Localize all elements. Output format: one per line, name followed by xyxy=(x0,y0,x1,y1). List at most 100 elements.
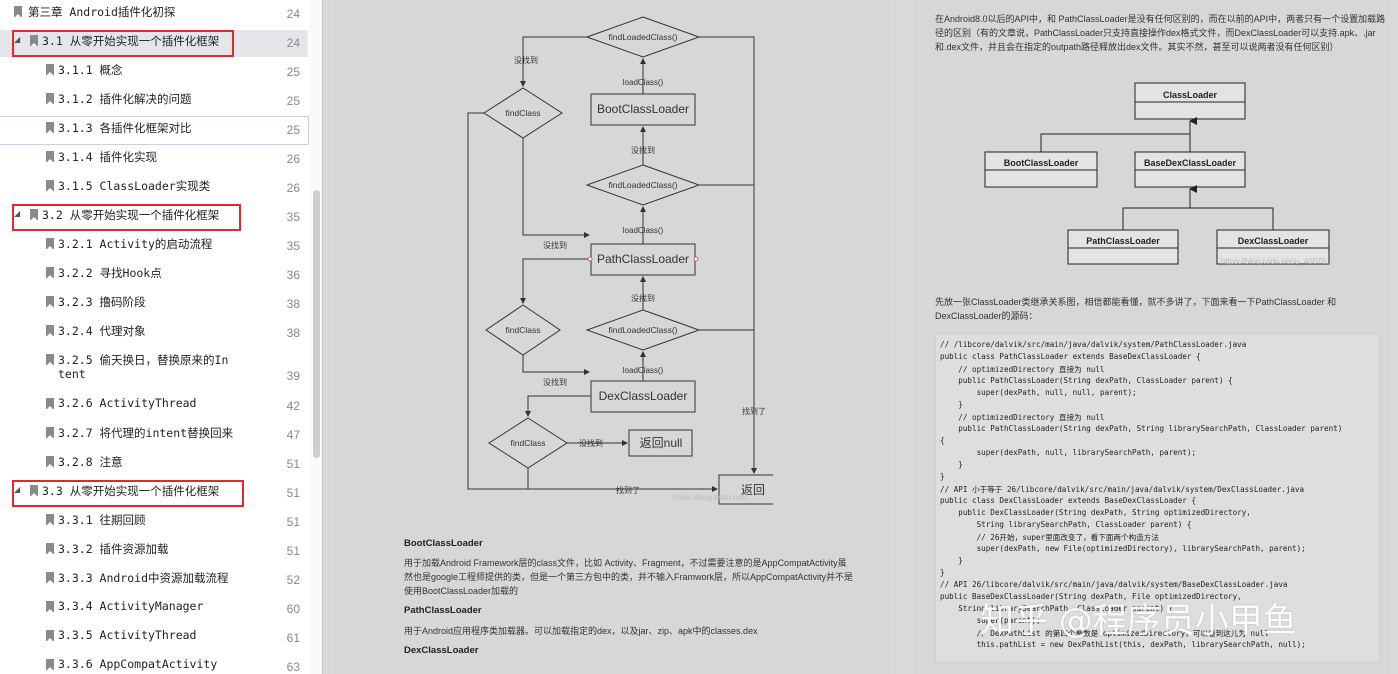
toc-item-label: 3.3.5 ActivityThread xyxy=(58,628,197,642)
toc-page-number: 42 xyxy=(286,399,300,413)
code-line: // /libcore/dalvik/src/main/java/dalvik/… xyxy=(940,340,1247,349)
flow-notfound-4: 没找到 xyxy=(543,240,567,250)
toc-item-label: 3.1.5 ClassLoader实现类 xyxy=(58,179,211,193)
heading-dexclassloader: DexClassLoader xyxy=(404,645,479,656)
toc-page-number: 25 xyxy=(286,123,300,137)
toc-page-number: 51 xyxy=(286,544,300,558)
expand-triangle-icon[interactable]: ◢ xyxy=(14,35,21,44)
toc-page-number: 35 xyxy=(286,239,300,253)
toc-scrollbar-thumb[interactable] xyxy=(313,190,320,458)
toc-page-number: 61 xyxy=(286,631,300,645)
flow-path-box: PathClassLoader xyxy=(597,252,689,266)
toc-page-number: 25 xyxy=(286,94,300,108)
expand-triangle-icon[interactable]: ◢ xyxy=(14,209,21,218)
flow-return-null: 返回null xyxy=(640,436,683,450)
bookmark-icon xyxy=(46,659,54,670)
code-line: { xyxy=(940,436,945,445)
bookmark-icon xyxy=(46,514,54,525)
code-line: public class PathClassLoader extends Bas… xyxy=(940,352,1201,361)
toc-item-label: 3.1.2 插件化解决的问题 xyxy=(58,92,192,106)
bookmark-icon xyxy=(46,64,54,75)
toc-page-number: 24 xyxy=(286,36,300,50)
flow-notfound-3: 没找到 xyxy=(514,55,538,65)
bookmark-icon xyxy=(46,601,54,612)
toc-item-label: 3.1.3 各插件化框架对比 xyxy=(58,121,192,135)
bookmark-icon xyxy=(46,325,54,336)
bookmark-icon xyxy=(46,238,54,249)
toc-item-13[interactable]: 3.2.6 ActivityThread 42 xyxy=(0,393,308,420)
code-line: String librarySearchPath, ClassLoader pa… xyxy=(940,520,1192,529)
toc-item-label: 3.1 从零开始实现一个插件化框架 xyxy=(42,34,220,48)
flow-found-2: 找到了 xyxy=(616,485,640,495)
code-line: super(dexPath, new File(optimizedDirecto… xyxy=(940,544,1306,553)
toc-page-number: 51 xyxy=(286,457,300,471)
toc-page-number: 51 xyxy=(286,486,300,500)
toc-item-label: 3.1.1 概念 xyxy=(58,63,123,77)
classloader-flowchart: findLoadedClass() findLoadedClass() find… xyxy=(467,16,773,505)
toc-item-label: 3.3 从零开始实现一个插件化框架 xyxy=(42,484,220,498)
para-path: 用于Android应用程序类加载器。可以加载指定的dex，以及jar、zip、a… xyxy=(404,626,758,636)
toc-item-21[interactable]: 3.3.5 ActivityThread 61 xyxy=(0,625,308,652)
zhihu-watermark: 知乎 @程序员小甲鱼 xyxy=(980,601,1297,641)
flow-found-1: 找到了 xyxy=(742,406,766,416)
uml-boot: BootClassLoader xyxy=(1004,158,1079,168)
toc-item-3[interactable]: 3.1.2 插件化解决的问题 25 xyxy=(0,88,308,115)
bookmark-icon xyxy=(46,93,54,104)
bookmark-icon xyxy=(46,398,54,409)
code-line: super(parent); xyxy=(940,616,1041,625)
code-line: super(dexPath, null, librarySearchPath, … xyxy=(940,448,1197,457)
code-line: public PathClassLoader(String dexPath, C… xyxy=(940,376,1233,385)
code-line: } xyxy=(940,556,963,565)
code-line: // optimizedDirectory 直接为 null xyxy=(940,413,1105,422)
uml-basedex: BaseDexClassLoader xyxy=(1144,158,1237,168)
toc-item-16[interactable]: ◢ 3.3 从零开始实现一个插件化框架 51 xyxy=(0,480,308,507)
toc-item-label: 3.2.2 寻找Hook点 xyxy=(58,266,162,280)
expand-triangle-icon[interactable]: ◢ xyxy=(14,485,21,494)
flow-loadclass-1: loadClass() xyxy=(623,78,664,87)
toc-item-label: 3.2.7 将代理的intent替换回来 xyxy=(58,426,234,440)
toc-item-1[interactable]: ◢ 3.1 从零开始实现一个插件化框架 24 xyxy=(0,30,308,57)
flow-return: 返回 xyxy=(741,483,765,497)
toc-item-label: 第三章 Android插件化初探 xyxy=(28,5,176,19)
classloader-uml: ClassLoader BootClassLoader BaseDexClass… xyxy=(984,82,1333,266)
flow-findclass-2: findClass xyxy=(506,325,541,335)
bookmark-icon xyxy=(46,151,54,162)
toc-page-number: 39 xyxy=(286,369,300,383)
code-line: // API 小于等于 26/libcore/dalvik/src/main/j… xyxy=(940,485,1305,494)
flow-blog-watermark: https://blog.csdn.net/... xyxy=(673,493,754,502)
toc-item-label: 3.2.6 ActivityThread xyxy=(58,396,197,410)
uml-blog-watermark: https://blog.csdn.net/u_40076... xyxy=(1221,257,1333,266)
bookmark-icon xyxy=(46,630,54,641)
toc-item-4[interactable]: 3.1.3 各插件化框架对比 25 xyxy=(0,116,309,145)
bookmark-icon xyxy=(46,456,54,467)
uml-path: PathClassLoader xyxy=(1086,236,1160,246)
toc-item-label-cont: tent xyxy=(58,367,86,381)
flow-loadclass-3: loadClass() xyxy=(623,366,664,375)
bookmark-icon xyxy=(46,572,54,583)
flow-boot-box: BootClassLoader xyxy=(597,102,689,116)
code-line: public BaseDexClassLoader(String dexPath… xyxy=(940,592,1242,601)
toc-page-number: 38 xyxy=(286,297,300,311)
toc-page-number: 26 xyxy=(286,152,300,166)
document-view: findLoadedClass() findLoadedClass() find… xyxy=(323,0,1398,674)
para-right-1c: 和.dex文件，并且会在指定的outpath路径释放出dex文件。其实不然，甚至… xyxy=(935,42,1339,52)
para-boot-3: 使用BootClassLoader加载的 xyxy=(404,586,519,596)
